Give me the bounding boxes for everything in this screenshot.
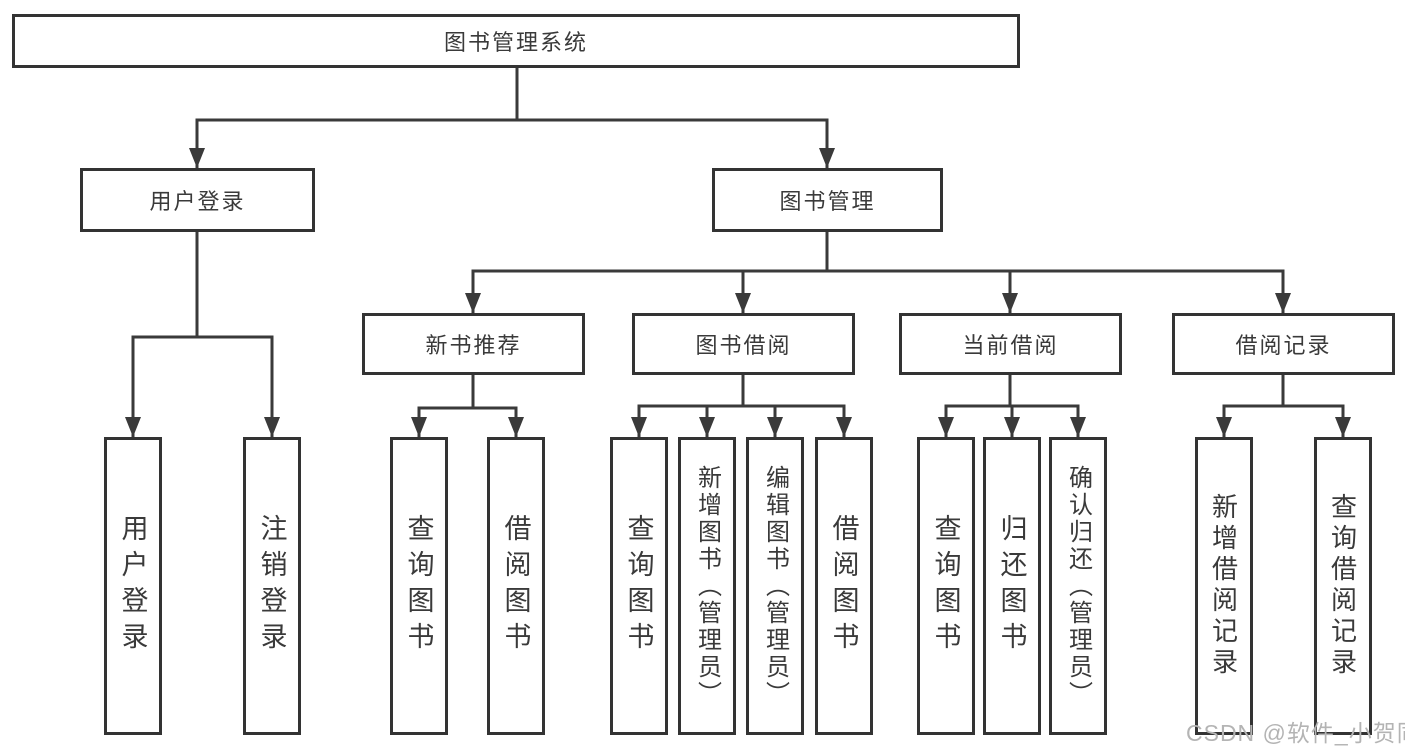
node-current-borrow: 当前借阅 bbox=[899, 313, 1122, 375]
leaf-br-query-record: 查询借阅记录 bbox=[1314, 437, 1372, 735]
node-library-system: 图书管理系统 bbox=[12, 14, 1020, 68]
node-library-system-label: 图书管理系统 bbox=[443, 30, 588, 55]
leaf-user-login: 用户登录 bbox=[104, 437, 162, 735]
leaf-br-query-record-label: 查询借阅记录 bbox=[1327, 493, 1358, 679]
leaf-br-add-record-label: 新增借阅记录 bbox=[1208, 493, 1239, 679]
node-user-login-label: 用户登录 bbox=[149, 189, 246, 214]
leaf-bb-edit-book-admin: 编辑图书（管理员） bbox=[746, 437, 804, 735]
leaf-bb-query-book-label: 查询图书 bbox=[623, 514, 654, 658]
leaf-rec-borrow-book-label: 借阅图书 bbox=[500, 514, 531, 658]
node-book-borrow: 图书借阅 bbox=[632, 313, 855, 375]
leaf-bb-add-book-admin-label: 新增图书（管理员） bbox=[693, 464, 721, 708]
leaf-bb-query-book: 查询图书 bbox=[610, 437, 668, 735]
node-new-book-recommend: 新书推荐 bbox=[362, 313, 585, 375]
leaf-logout-label: 注销登录 bbox=[256, 514, 287, 658]
leaf-rec-borrow-book: 借阅图书 bbox=[487, 437, 545, 735]
node-book-management: 图书管理 bbox=[712, 168, 943, 232]
leaf-cb-return-book: 归还图书 bbox=[983, 437, 1041, 735]
leaf-bb-borrow-book: 借阅图书 bbox=[815, 437, 873, 735]
leaf-bb-edit-book-admin-label: 编辑图书（管理员） bbox=[761, 464, 789, 708]
leaf-rec-query-book: 查询图书 bbox=[390, 437, 448, 735]
node-user-login: 用户登录 bbox=[80, 168, 315, 232]
leaf-bb-borrow-book-label: 借阅图书 bbox=[828, 514, 859, 658]
node-borrow-records-label: 借阅记录 bbox=[1235, 333, 1332, 358]
node-new-book-recommend-label: 新书推荐 bbox=[425, 333, 522, 358]
leaf-logout: 注销登录 bbox=[243, 437, 301, 735]
node-borrow-records: 借阅记录 bbox=[1172, 313, 1395, 375]
csdn-watermark: CSDN @软件_小贺同学 bbox=[1186, 720, 1405, 746]
leaf-br-add-record: 新增借阅记录 bbox=[1195, 437, 1253, 735]
leaf-bb-add-book-admin: 新增图书（管理员） bbox=[678, 437, 736, 735]
leaf-rec-query-book-label: 查询图书 bbox=[403, 514, 434, 658]
leaf-cb-query-book-label: 查询图书 bbox=[930, 514, 961, 658]
leaf-cb-query-book: 查询图书 bbox=[917, 437, 975, 735]
leaf-cb-return-book-label: 归还图书 bbox=[996, 514, 1027, 658]
leaf-user-login-label: 用户登录 bbox=[117, 514, 148, 658]
node-current-borrow-label: 当前借阅 bbox=[962, 333, 1059, 358]
node-book-borrow-label: 图书借阅 bbox=[695, 333, 792, 358]
leaf-cb-confirm-return-admin-label: 确认归还（管理员） bbox=[1064, 464, 1092, 708]
node-book-management-label: 图书管理 bbox=[779, 189, 876, 214]
leaf-cb-confirm-return-admin: 确认归还（管理员） bbox=[1049, 437, 1107, 735]
